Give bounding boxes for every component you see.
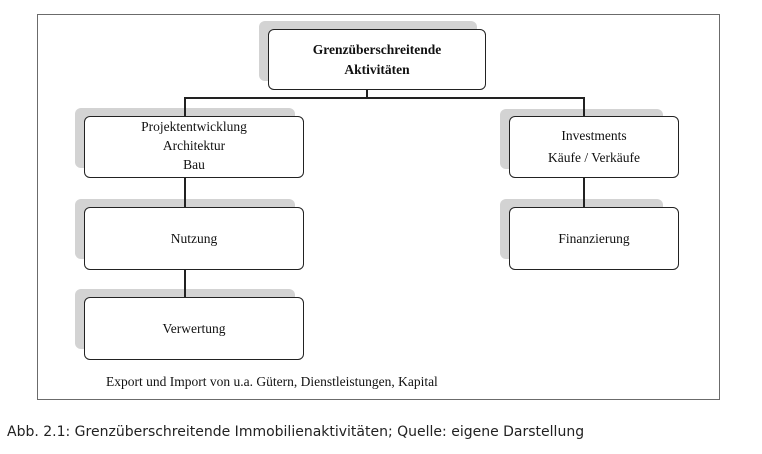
- connector-horizontal: [184, 97, 584, 99]
- connector-top-down: [366, 88, 368, 98]
- node-finanzierung: Finanzierung: [509, 207, 679, 270]
- left-node-line3: Bau: [183, 156, 205, 172]
- connector-left-to-nutzung: [184, 178, 186, 207]
- top-node-line2: Aktivitäten: [344, 61, 410, 77]
- verwertung-label: Verwertung: [162, 321, 226, 336]
- left-node-line1: Projektentwicklung: [141, 118, 247, 134]
- finanzierung-label: Finanzierung: [558, 231, 630, 246]
- connector-left-down: [184, 97, 186, 116]
- connector-nutzung-to-verwertung: [184, 270, 186, 297]
- node-verwertung: Verwertung: [84, 297, 304, 360]
- figure-caption: Abb. 2.1: Grenzüberschreitende Immobilie…: [7, 424, 585, 440]
- node-projektentwicklung: Projektentwicklung Architektur Bau: [84, 116, 304, 178]
- connector-right-to-finanzierung: [583, 178, 585, 207]
- right-node-line2: Käufe / Verkäufe: [548, 150, 640, 165]
- node-nutzung: Nutzung: [84, 207, 304, 270]
- top-node-line1: Grenzüberschreitende: [312, 41, 442, 57]
- left-node-line2: Architektur: [162, 137, 226, 153]
- right-node-line1: Investments: [561, 128, 627, 143]
- node-grenzueberschreitende-aktivitaeten: Grenzüberschreitende Aktivitäten: [268, 29, 486, 90]
- footer-note: Export und Import von u.a. Gütern, Diens…: [106, 374, 438, 389]
- connector-right-down: [583, 97, 585, 116]
- node-investments: Investments Käufe / Verkäufe: [509, 116, 679, 178]
- nutzung-label: Nutzung: [170, 231, 218, 246]
